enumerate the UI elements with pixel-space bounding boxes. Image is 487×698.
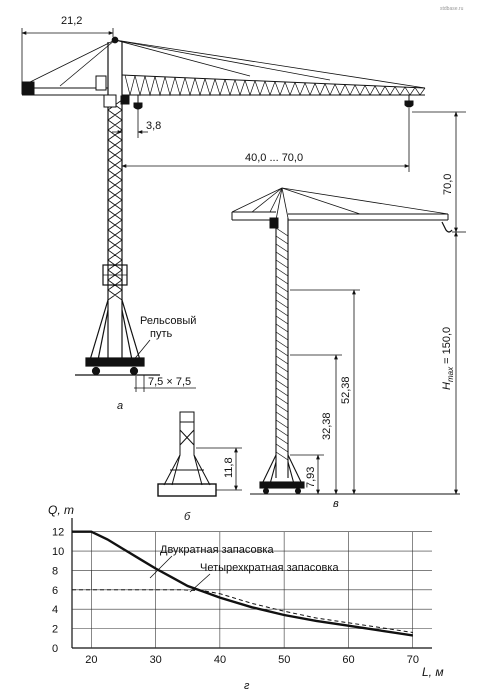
crane-b xyxy=(157,411,217,497)
dim-32-38 xyxy=(290,354,342,495)
watermark: stdbase.ru xyxy=(440,6,464,12)
series-2-leader xyxy=(189,573,211,593)
svg-text:Hmax = 150,0: Hmax = 150,0 xyxy=(441,327,455,390)
dim-21-2-label: 21,2 xyxy=(61,15,82,27)
crane-v-ties xyxy=(231,187,449,221)
x-tick-label: 60 xyxy=(342,654,354,666)
crane-a xyxy=(21,36,426,376)
x-axis-label: L, м xyxy=(422,665,444,679)
x-tick-label: 30 xyxy=(150,654,162,666)
series-1-label: Двукратная запасовка xyxy=(160,544,274,556)
y-axis-label: Q, т xyxy=(48,503,74,517)
crane-v-tower xyxy=(275,218,289,478)
y-tick-label: 0 xyxy=(52,643,58,655)
dim-base xyxy=(134,375,196,392)
dim-hmax xyxy=(452,231,466,495)
dim-base-label: 7,5 × 7,5 xyxy=(148,376,191,388)
y-tick-label: 6 xyxy=(52,585,58,597)
load-chart: 20 30 40 50 60 70 0 2 4 6 8 10 12 Q, т L, м Двукратная … xyxy=(48,503,444,679)
caption-v: в xyxy=(333,498,339,510)
dim-7-93 xyxy=(290,454,324,495)
caption-g: г xyxy=(244,680,250,692)
y-tick-label: 2 xyxy=(52,624,58,636)
dim-21-2 xyxy=(21,28,114,82)
crane-v xyxy=(231,187,460,495)
x-tick-label: 20 xyxy=(85,654,97,666)
dim-52-label: 52,38 xyxy=(340,376,352,404)
crane-v-jib xyxy=(231,211,449,221)
series-2-label: Четырехкратная запасовка xyxy=(200,562,339,574)
series-line-2 xyxy=(72,589,413,633)
dim-70 xyxy=(412,111,466,233)
dim-32-label: 32,38 xyxy=(321,412,333,440)
crane-a-counter-jib xyxy=(21,75,108,96)
dim-hmax-label: Hmax = 150,0 xyxy=(441,327,455,390)
dim-7-label: 7,93 xyxy=(305,467,317,488)
crane-a-jib xyxy=(121,74,426,97)
dim-52-38 xyxy=(290,289,360,495)
crane-a-base xyxy=(75,299,160,376)
dim-3-8-label: 3,8 xyxy=(146,120,161,132)
series-line-1 xyxy=(72,530,413,637)
dim-70-label: 70,0 xyxy=(442,174,454,195)
rail-label-2: путь xyxy=(150,328,172,340)
dim-11-8-label: 11,8 xyxy=(223,457,235,478)
crane-a-ties xyxy=(21,36,426,89)
caption-b: б xyxy=(184,511,191,523)
dim-reach xyxy=(121,108,410,172)
x-tick-label: 40 xyxy=(214,654,226,666)
dim-reach-label: 40,0 ... 70,0 xyxy=(245,152,303,164)
y-tick-label: 4 xyxy=(52,604,58,616)
crane-a-tower xyxy=(107,42,123,362)
x-tick-label: 70 xyxy=(407,654,419,666)
y-tick-label: 12 xyxy=(52,527,64,539)
rail-leader xyxy=(131,339,151,363)
x-tick-label: 50 xyxy=(278,654,290,666)
caption-a: а xyxy=(117,400,123,412)
y-tick-label: 10 xyxy=(52,546,64,558)
rail-label-1: Рельсовый xyxy=(140,315,196,327)
dim-3-8 xyxy=(112,108,148,138)
dim-11-8 xyxy=(196,447,242,491)
series-1-leader xyxy=(149,555,173,579)
y-tick-label: 8 xyxy=(52,565,58,577)
crane-a-hooks xyxy=(120,95,414,110)
crane-v-base xyxy=(250,454,460,495)
